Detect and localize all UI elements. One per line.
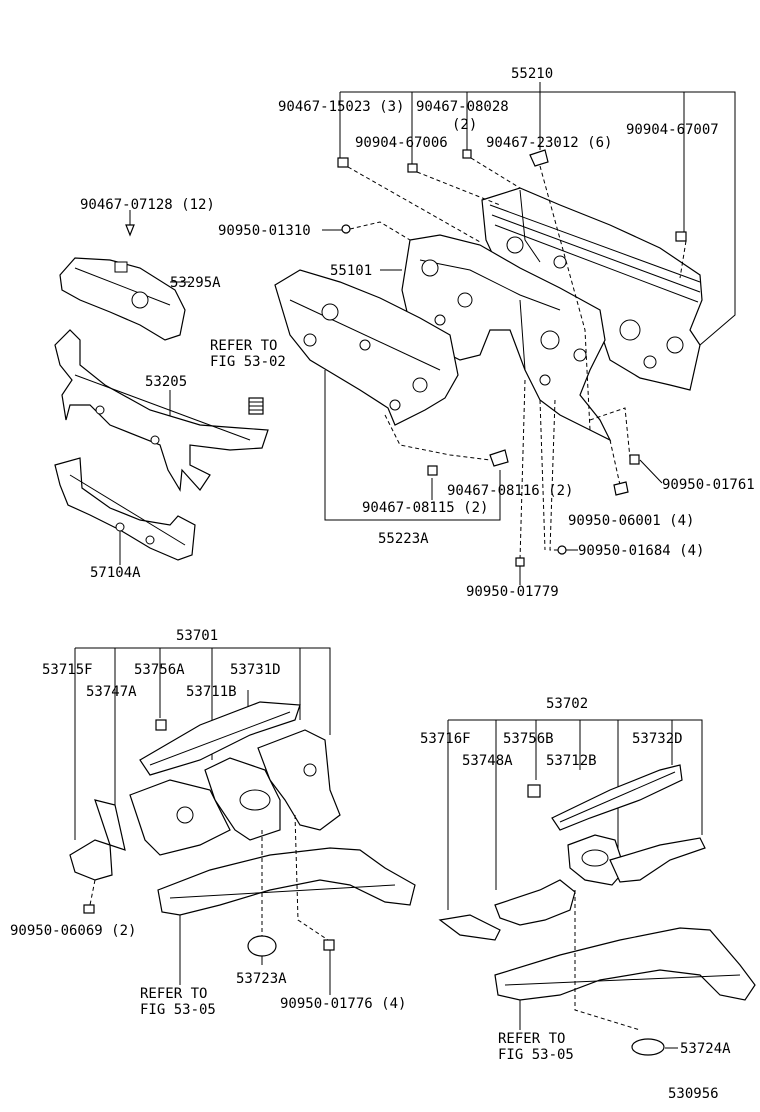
- label-90467-07128: 90467-07128 (12): [80, 197, 215, 213]
- fastener-90950-01776: [323, 939, 335, 951]
- label-53731D: 53731D: [230, 662, 281, 678]
- label-53756B: 53756B: [503, 731, 554, 747]
- label-53732D: 53732D: [632, 731, 683, 747]
- label-55101: 55101: [330, 263, 372, 279]
- side-member-right[interactable]: [494, 927, 756, 1001]
- label-90904-67006: 90904-67006: [355, 135, 448, 151]
- label-53701: 53701: [176, 628, 218, 644]
- label-90467-08115: 90467-08115 (2): [362, 500, 488, 516]
- label-53716F: 53716F: [420, 731, 471, 747]
- label-90904-67007: 90904-67007: [626, 122, 719, 138]
- label-90950-06001: 90950-06001 (4): [568, 513, 694, 529]
- insulator-55223A[interactable]: [274, 269, 459, 426]
- label-90950-01761: 90950-01761 (4): [662, 477, 760, 493]
- fastener-90950-06069: [83, 904, 95, 914]
- grommet: [248, 397, 264, 415]
- apron-right-group: [438, 719, 756, 1056]
- label-53205: 53205: [145, 374, 187, 390]
- label-90467-08028: 90467-08028: [416, 99, 509, 115]
- side-member-left[interactable]: [157, 847, 416, 916]
- label-90950-01684: 90950-01684 (4): [578, 543, 704, 559]
- label-53748A: 53748A: [462, 753, 513, 769]
- label-53712B: 53712B: [546, 753, 597, 769]
- label-53715F: 53715F: [42, 662, 93, 678]
- label-refer-3b: FIG 53-05: [498, 1047, 574, 1063]
- label-55223A: 55223A: [378, 531, 429, 547]
- part-53716F[interactable]: [438, 879, 576, 941]
- apron-left-group: [69, 647, 416, 995]
- labels: 55210 90467-15023 (3) 90467-08028 (2) 90…: [10, 66, 760, 1102]
- label-53702: 53702: [546, 696, 588, 712]
- label-refer-1a: REFER TO: [210, 338, 277, 354]
- fasteners-mid: [427, 449, 640, 567]
- bracket-53295A[interactable]: [59, 257, 186, 341]
- part-53712B[interactable]: [567, 834, 706, 886]
- cross-member-57104A[interactable]: [54, 457, 196, 561]
- fasteners-top: [125, 149, 687, 242]
- plug-53723A[interactable]: [247, 935, 277, 957]
- plug-53724A[interactable]: [631, 1038, 665, 1056]
- label-90950-06069: 90950-06069 (2): [10, 923, 136, 939]
- label-90467-08028-qty: (2): [452, 117, 477, 133]
- label-53756A: 53756A: [134, 662, 185, 678]
- label-90467-08116: 90467-08116 (2): [447, 483, 573, 499]
- label-90950-01776: 90950-01776 (4): [280, 996, 406, 1012]
- label-refer-2a: REFER TO: [140, 986, 207, 1002]
- radiator-support-53205[interactable]: [54, 329, 269, 492]
- label-90467-15023: 90467-15023 (3): [278, 99, 404, 115]
- leaders-upper-solid: [119, 82, 736, 585]
- label-90950-01310: 90950-01310: [218, 223, 311, 239]
- label-53295A: 53295A: [170, 275, 221, 291]
- label-55210: 55210: [511, 66, 553, 82]
- part-53732D[interactable]: [551, 764, 683, 831]
- clip-53756A[interactable]: [155, 719, 167, 731]
- label-53747A: 53747A: [86, 684, 137, 700]
- dash-panel-55101[interactable]: [401, 234, 612, 442]
- label-53723A: 53723A: [236, 971, 287, 987]
- label-53724A: 53724A: [680, 1041, 731, 1057]
- label-refer-2b: FIG 53-05: [140, 1002, 216, 1018]
- part-53715F[interactable]: [69, 799, 126, 881]
- label-90950-01779: 90950-01779: [466, 584, 559, 600]
- clip-53756B[interactable]: [527, 784, 541, 798]
- leaders-upper: [347, 157, 687, 561]
- part-53711B[interactable]: [129, 757, 281, 856]
- label-53711B: 53711B: [186, 684, 237, 700]
- label-90467-23012: 90467-23012 (6): [486, 135, 612, 151]
- part-53731D[interactable]: [139, 701, 341, 831]
- label-57104A: 57104A: [90, 565, 141, 581]
- label-refer-3a: REFER TO: [498, 1031, 565, 1047]
- cowl-panel-55210[interactable]: [481, 187, 703, 391]
- label-refer-1b: FIG 53-02: [210, 354, 286, 370]
- dash-panel-group: [54, 82, 736, 585]
- label-530956: 530956: [668, 1086, 719, 1102]
